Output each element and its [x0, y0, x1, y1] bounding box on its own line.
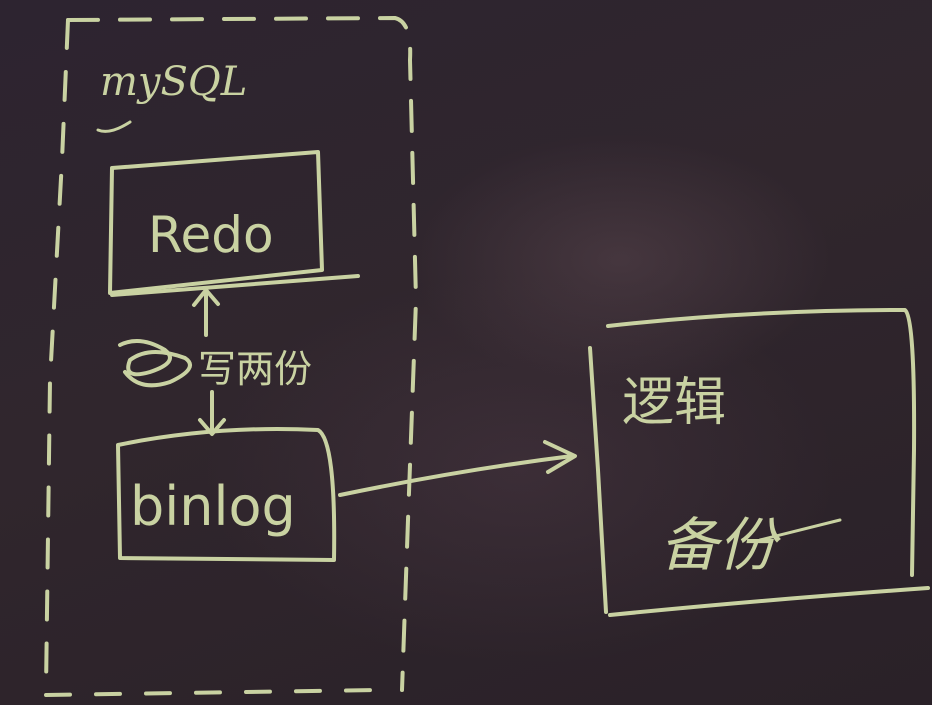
two-phase-label: 写两份 [198, 347, 312, 391]
mysql-container [44, 16, 418, 697]
redo-box [108, 150, 324, 295]
binlog-label: binlog [130, 475, 296, 538]
arrow-binlog-to-backup-shaft [338, 454, 574, 497]
arrow-binlog-to-backup [338, 440, 577, 497]
redo-label: Redo [148, 206, 274, 264]
logical-backup-box-top-right [606, 308, 917, 577]
arrow-to-redo [192, 288, 220, 337]
arrow-to-binlog-head [198, 418, 226, 436]
logical-backup-line1: 逻辑 [622, 373, 726, 433]
binlog-node: binlog [116, 427, 337, 562]
logical-backup-box-bottom [608, 586, 930, 617]
two-phase-label-group: 写两份 [118, 339, 312, 391]
mysql-label: mySQL [100, 59, 247, 105]
mysql-container-left-border [44, 18, 70, 692]
logical-backup-flourish [758, 518, 842, 542]
redo-node: Redo [108, 150, 360, 297]
logical-backup-box-left [588, 346, 608, 614]
mysql-container-bottom-border [44, 688, 382, 697]
mysql-label-underline [96, 120, 132, 133]
arrow-binlog-to-backup-head [543, 440, 577, 474]
arrow-to-binlog [198, 390, 226, 436]
logical-backup-line2: 备份 [660, 511, 781, 579]
logical-backup-node: 逻辑 备份 [588, 308, 930, 617]
redo-box-underline [110, 274, 360, 297]
binlog-box [116, 427, 337, 562]
scribble-strikeout [118, 339, 192, 388]
mysql-container-right-border [66, 16, 418, 692]
arrow-to-redo-head [192, 288, 220, 307]
